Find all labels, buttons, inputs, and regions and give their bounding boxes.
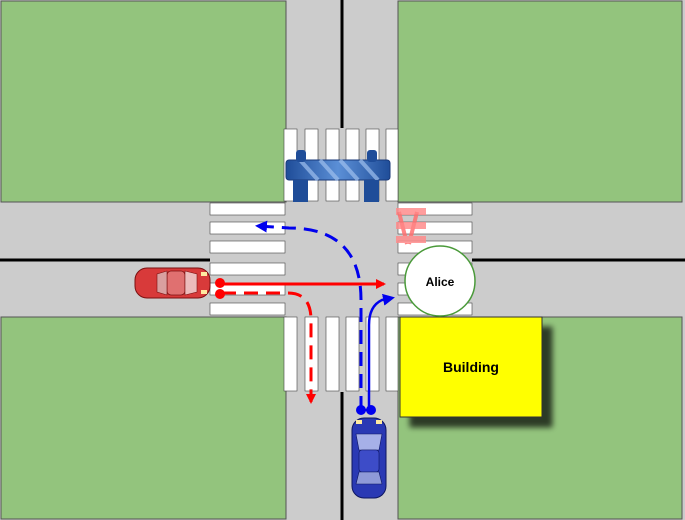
car-icon bbox=[351, 417, 387, 499]
grass-block-sw bbox=[0, 316, 287, 520]
blue-car-route bbox=[255, 220, 395, 415]
building-label: Building bbox=[443, 359, 499, 375]
pedestrian-marker bbox=[404, 245, 476, 317]
pedestrian-alice: Alice bbox=[404, 245, 476, 317]
building-block bbox=[399, 316, 543, 418]
red-car-route bbox=[215, 278, 386, 404]
red-car bbox=[134, 267, 211, 299]
building: Building bbox=[399, 316, 543, 418]
car-icon bbox=[134, 267, 211, 299]
road-barrier-icon bbox=[285, 150, 391, 202]
grass-block-nw bbox=[0, 0, 287, 203]
pedestrian-label: Alice bbox=[426, 275, 455, 289]
crosswalk-south bbox=[283, 316, 399, 392]
blue-car bbox=[351, 417, 387, 499]
road-barrier-icon-small bbox=[396, 208, 426, 245]
grass-block-ne bbox=[397, 0, 683, 203]
